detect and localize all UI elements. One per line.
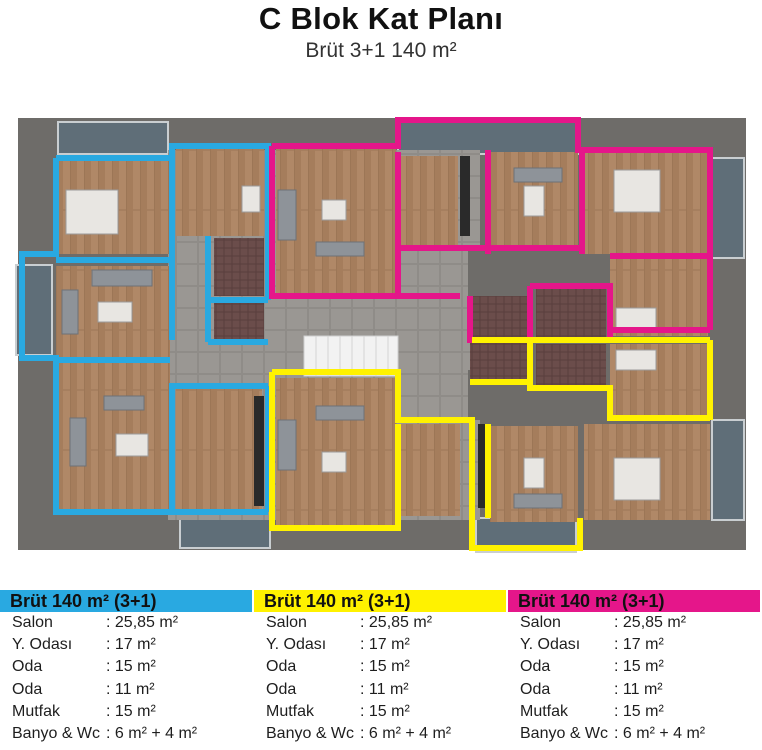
room-row: Y. Odası : 17 m² bbox=[0, 634, 252, 656]
room-area: : 15 m² bbox=[106, 702, 156, 720]
room-area: : 15 m² bbox=[360, 658, 410, 676]
room-row: Mutfak : 15 m² bbox=[0, 701, 252, 723]
unit-card-header: Brüt 140 m² (3+1) bbox=[254, 590, 506, 612]
unit-room-list: Salon : 25,85 m² Y. Odası : 17 m² Oda : 15 m²… bbox=[0, 612, 252, 745]
room-area: : 25,85 m² bbox=[360, 614, 433, 631]
unit-card-title: Brüt 140 m² (3+1) bbox=[264, 591, 411, 611]
room-area: : 15 m² bbox=[614, 702, 664, 720]
room-row: Salon : 25,85 m² bbox=[254, 612, 506, 634]
room-label: Y. Odası bbox=[266, 636, 327, 654]
room-area: : 11 m² bbox=[614, 680, 663, 698]
room-row: Oda : 15 m² bbox=[254, 656, 506, 678]
room-row: Oda : 11 m² bbox=[508, 679, 760, 701]
room-area: : 15 m² bbox=[106, 658, 156, 676]
room-row: Oda : 11 m² bbox=[254, 679, 506, 701]
room-area: : 25,85 m² bbox=[106, 614, 179, 631]
room-row: Banyo & Wc : 6 m² + 4 m² bbox=[0, 723, 252, 745]
unit-blue-walls bbox=[19, 143, 271, 515]
room-row: Oda : 15 m² bbox=[0, 656, 252, 678]
room-row: Salon : 25,85 m² bbox=[508, 612, 760, 634]
room-label: Y. Odası bbox=[520, 636, 581, 654]
unit-yellow-walls bbox=[269, 337, 713, 551]
room-area: : 25,85 m² bbox=[614, 614, 687, 631]
room-label: Banyo & Wc bbox=[266, 724, 355, 742]
kitchen-counters bbox=[254, 156, 488, 508]
unit-card-magenta: Brüt 140 m² (3+1) Salon : 25,85 m² Y. Odas… bbox=[508, 590, 760, 745]
room-row: Mutfak : 15 m² bbox=[508, 701, 760, 723]
room-area: : 17 m² bbox=[360, 636, 410, 654]
room-row: Y. Odası : 17 m² bbox=[508, 634, 760, 656]
room-area: : 15 m² bbox=[614, 658, 664, 676]
floor-plan bbox=[15, 117, 746, 553]
room-label: Oda bbox=[12, 658, 43, 676]
unit-card-blue: Brüt 140 m² (3+1) Salon : 25,85 m² Y. Odas… bbox=[0, 590, 252, 745]
room-label: Mutfak bbox=[12, 702, 61, 720]
room-area: : 17 m² bbox=[106, 636, 156, 654]
furniture bbox=[65, 169, 661, 501]
unit-card-title: Brüt 140 m² (3+1) bbox=[10, 591, 157, 611]
room-area: : 17 m² bbox=[614, 636, 664, 654]
room-row: Y. Odası : 17 m² bbox=[254, 634, 506, 656]
room-row: Salon : 25,85 m² bbox=[0, 612, 252, 634]
room-row: Banyo & Wc : 6 m² + 4 m² bbox=[254, 723, 506, 745]
bathrooms bbox=[214, 238, 606, 388]
unit-room-list: Salon : 25,85 m² Y. Odası : 17 m² Oda : 15 m²… bbox=[508, 612, 760, 745]
sofas bbox=[61, 167, 563, 509]
unit-card-yellow: Brüt 140 m² (3+1) Salon : 25,85 m² Y. Odas… bbox=[254, 590, 506, 745]
room-area: : 11 m² bbox=[360, 680, 409, 698]
unit-card-header: Brüt 140 m² (3+1) bbox=[0, 590, 252, 612]
room-area: : 15 m² bbox=[360, 702, 410, 720]
room-area: : 6 m² + 4 m² bbox=[360, 724, 452, 742]
room-label: Mutfak bbox=[266, 702, 315, 720]
room-label: Oda bbox=[520, 658, 551, 676]
room-label: Oda bbox=[520, 680, 551, 698]
unit-card-title: Brüt 140 m² (3+1) bbox=[518, 591, 665, 611]
room-label: Salon bbox=[266, 614, 307, 631]
room-label: Banyo & Wc bbox=[520, 724, 609, 742]
room-label: Salon bbox=[12, 614, 53, 631]
room-row: Mutfak : 15 m² bbox=[254, 701, 506, 723]
room-label: Oda bbox=[266, 680, 297, 698]
room-label: Oda bbox=[12, 680, 43, 698]
room-area: : 6 m² + 4 m² bbox=[614, 724, 706, 742]
room-label: Oda bbox=[266, 658, 297, 676]
room-label: Y. Odası bbox=[12, 636, 73, 654]
room-label: Salon bbox=[520, 614, 561, 631]
room-row: Oda : 11 m² bbox=[0, 679, 252, 701]
room-row: Banyo & Wc : 6 m² + 4 m² bbox=[508, 723, 760, 745]
unit-room-list: Salon : 25,85 m² Y. Odası : 17 m² Oda : 15 m²… bbox=[254, 612, 506, 745]
room-area: : 6 m² + 4 m² bbox=[106, 724, 198, 742]
page-title: C Blok Kat Planı bbox=[258, 1, 504, 36]
room-area: : 11 m² bbox=[106, 680, 155, 698]
unit-card-header: Brüt 140 m² (3+1) bbox=[508, 590, 760, 612]
room-label: Banyo & Wc bbox=[12, 724, 101, 742]
page-subtitle: Brüt 3+1 140 m² bbox=[305, 39, 457, 62]
room-row: Oda : 15 m² bbox=[508, 656, 760, 678]
room-label: Mutfak bbox=[520, 702, 569, 720]
